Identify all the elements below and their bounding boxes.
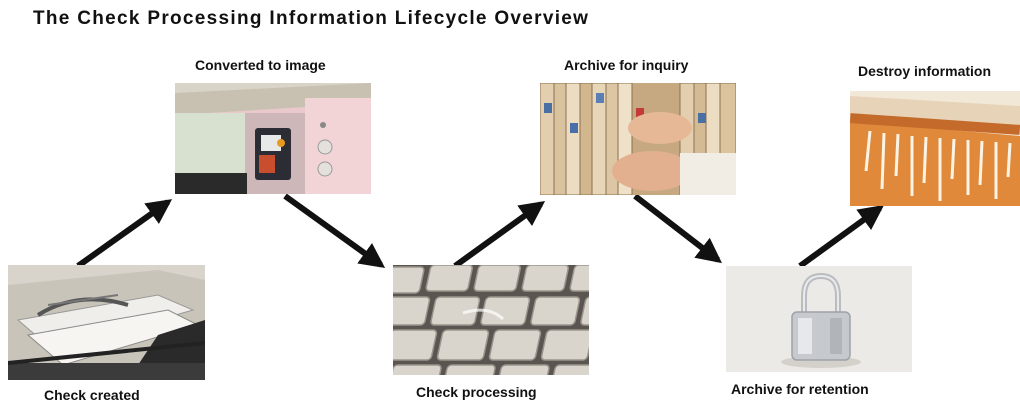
stage-label-check-processing: Check processing <box>416 384 537 400</box>
stage-label-archive-for-inquiry: Archive for inquiry <box>564 57 689 73</box>
arrow-processing-to-inquiry <box>453 201 546 269</box>
arrow-created-to-image <box>76 199 173 269</box>
diagram-title: The Check Processing Information Lifecyc… <box>33 8 590 29</box>
converted-to-image-photo <box>175 83 371 194</box>
check-processing-photo <box>393 265 589 375</box>
destroy-information-photo <box>850 91 1020 206</box>
arrow-retention-to-destroy <box>798 205 885 269</box>
stage-label-check-created: Check created <box>44 387 140 403</box>
arrow-inquiry-to-retention <box>633 193 722 264</box>
stage-label-converted-to-image: Converted to image <box>195 57 326 73</box>
check-created-photo <box>8 265 205 380</box>
stage-label-archive-for-retention: Archive for retention <box>731 381 869 397</box>
stage-label-destroy-information: Destroy information <box>858 63 992 79</box>
arrow-image-to-processing <box>283 193 386 268</box>
archive-for-retention-photo <box>726 266 912 372</box>
archive-for-inquiry-photo <box>540 83 736 195</box>
